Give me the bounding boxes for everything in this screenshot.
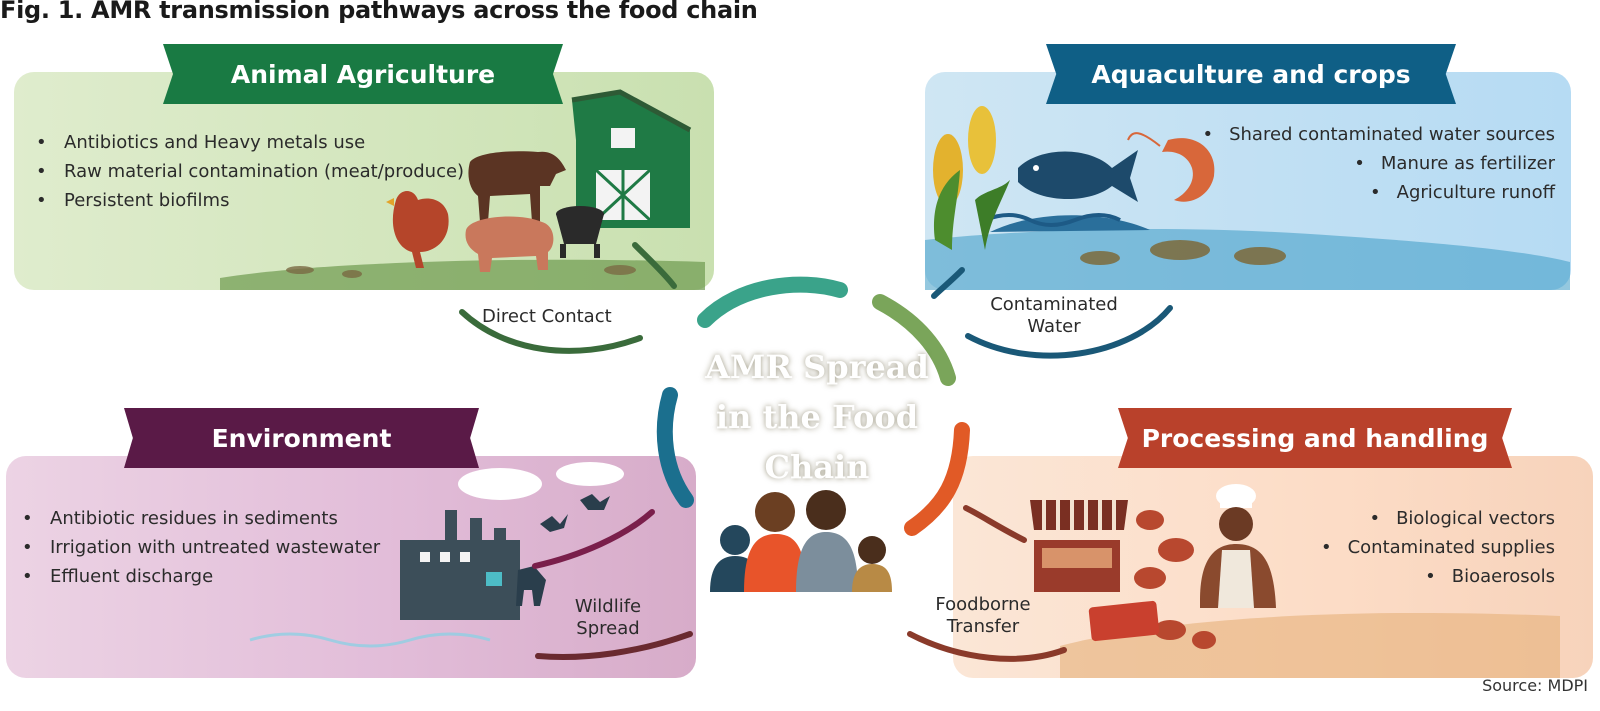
label-line: Contaminated xyxy=(990,294,1118,315)
aquaculture-crops-bullets: Shared contaminated water sources Manure… xyxy=(1202,120,1555,207)
bullet-item: Manure as fertilizer xyxy=(1202,149,1555,178)
source-credit: Source: MDPI xyxy=(1482,676,1588,695)
contaminated-water-arrow xyxy=(965,289,1186,359)
shrimp-icon xyxy=(1127,132,1215,202)
aquaculture-crops-banner: Aquaculture and crops xyxy=(1046,44,1456,104)
processing-handling-bullets: Biological vectors Contaminated supplies… xyxy=(1321,504,1555,591)
raw-meat-icon xyxy=(1134,510,1216,649)
direct-contact-label: Direct Contact xyxy=(482,306,612,327)
bullet-item: Agriculture runoff xyxy=(1202,178,1555,207)
bullet-item: Bioaerosols xyxy=(1321,562,1555,591)
label-line: Wildlife xyxy=(574,596,642,617)
cow-icon xyxy=(468,151,566,222)
fish-icon xyxy=(1018,150,1138,202)
center-title-line: AMR Spread xyxy=(705,348,929,386)
market-stall-icon xyxy=(1030,500,1128,592)
bullet-item: Antibiotic residues in sediments xyxy=(16,504,380,533)
label-line: Transfer xyxy=(946,616,1020,637)
pig-icon xyxy=(465,216,554,272)
bullet-item: Irrigation with untreated wastewater xyxy=(16,533,380,562)
label-line: Water xyxy=(1027,316,1081,337)
center-title-line: in the Food xyxy=(715,398,919,436)
processing-illustration xyxy=(1030,484,1560,678)
foodborne-transfer-label: Foodborne Transfer xyxy=(928,594,1038,638)
animal-agriculture-banner: Animal Agriculture xyxy=(163,44,563,104)
center-title-line: Chain xyxy=(764,448,870,486)
contaminated-water-label: Contaminated Water xyxy=(984,294,1124,338)
bullet-item: Effluent discharge xyxy=(16,562,380,591)
bullet-item: Shared contaminated water sources xyxy=(1202,120,1555,149)
processing-handling-banner: Processing and handling xyxy=(1118,408,1512,468)
bullet-item: Persistent biofilms xyxy=(30,186,464,215)
people-icon xyxy=(710,490,892,592)
bullet-item: Biological vectors xyxy=(1321,504,1555,533)
wildlife-spread-label: Wildlife Spread xyxy=(566,596,650,640)
foodborne-transfer-arrow xyxy=(944,497,1027,551)
deer-icon xyxy=(516,566,546,606)
environment-bullets: Antibiotic residues in sediments Irrigat… xyxy=(16,504,380,591)
direct-contact-arrow xyxy=(444,295,643,359)
center-title: AMR Spread in the Food Chain xyxy=(662,342,972,492)
animal-agriculture-bullets: Antibiotics and Heavy metals use Raw mat… xyxy=(30,128,464,215)
factory-icon xyxy=(400,510,520,620)
cycle-arrows xyxy=(566,185,1037,565)
label-line: Spread xyxy=(576,618,640,639)
label-line: Foodborne xyxy=(935,594,1031,615)
bullet-item: Raw material contamination (meat/produce… xyxy=(30,157,464,186)
bullet-item: Contaminated supplies xyxy=(1321,533,1555,562)
corn-icon xyxy=(933,106,1010,250)
aquaculture-illustration xyxy=(925,106,1570,290)
figure-title: Fig. 1. AMR transmission pathways across… xyxy=(0,0,758,24)
feeding-trough-icon xyxy=(556,206,604,258)
pathway-arrows xyxy=(444,239,1186,691)
wildlife-spread-arrow xyxy=(532,496,670,569)
barn-window-icon xyxy=(611,128,635,148)
bird-icon xyxy=(540,494,610,532)
bullet-item: Antibiotics and Heavy metals use xyxy=(30,128,464,157)
chef-icon xyxy=(1200,484,1276,608)
environment-banner: Environment xyxy=(124,408,479,468)
